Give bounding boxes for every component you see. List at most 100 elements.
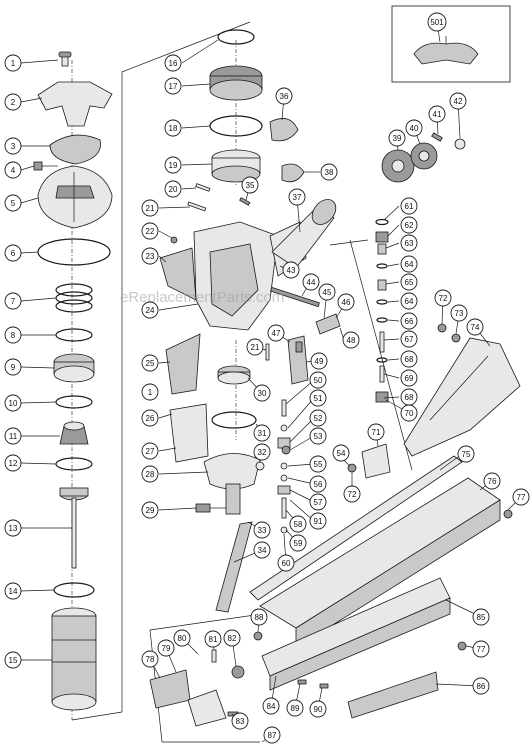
callout-circle <box>141 501 159 519</box>
callout-circle <box>400 255 418 273</box>
callout-number: 22 <box>146 227 155 236</box>
callout-5: 5 <box>4 194 22 212</box>
callout-circle <box>309 475 327 493</box>
callout-number: 58 <box>294 520 303 529</box>
callout-number: 31 <box>258 429 267 438</box>
callout-number: 30 <box>258 389 267 398</box>
callout-501: 501 <box>427 12 447 32</box>
ring-8-part <box>55 328 93 342</box>
callout-39: 39 <box>388 129 406 147</box>
callout-circle <box>400 350 418 368</box>
callout-34: 34 <box>253 541 271 559</box>
callout-number: 91 <box>314 517 323 526</box>
callout-number: 6 <box>11 249 16 258</box>
callout-circle <box>483 472 501 490</box>
callout-circle <box>309 493 327 511</box>
callout-circle <box>309 512 327 530</box>
bracket-71-part <box>361 443 391 479</box>
callout-circle <box>157 639 175 657</box>
callout-3: 3 <box>4 137 22 155</box>
callout-56: 56 <box>309 475 327 493</box>
callout-31: 31 <box>253 424 271 442</box>
callout-number: 11 <box>9 432 18 441</box>
callout-41: 41 <box>428 105 446 123</box>
callout-86: 86 <box>472 677 490 695</box>
guard-25-part <box>165 333 201 395</box>
callout-circle <box>164 77 182 95</box>
callout-82: 82 <box>223 629 241 647</box>
callout-28: 28 <box>141 465 159 483</box>
callout-circle <box>262 697 280 715</box>
callout-number: 89 <box>291 704 300 713</box>
lever-47-49-part <box>287 335 309 385</box>
callout-number: 36 <box>280 92 289 101</box>
callout-circle <box>164 54 182 72</box>
callout-circle <box>253 384 271 402</box>
callout-circle <box>367 423 385 441</box>
callout-21: 21 <box>141 199 159 217</box>
callout-number: 501 <box>430 18 444 27</box>
callout-number: 84 <box>267 702 276 711</box>
callout-circle <box>253 521 271 539</box>
callout-24: 24 <box>141 301 159 319</box>
callout-circle <box>4 651 22 669</box>
callout-circle <box>173 629 191 647</box>
callout-circle <box>141 383 159 401</box>
callout-number: 10 <box>9 399 18 408</box>
bolt-29-part <box>195 503 226 513</box>
callout-circle <box>450 304 468 322</box>
callout-circle <box>400 369 418 387</box>
callout-number: 41 <box>433 110 442 119</box>
callout-number: 14 <box>9 587 18 596</box>
pin-21b-part <box>265 343 270 361</box>
callout-circle <box>318 283 336 301</box>
callout-circle <box>141 465 159 483</box>
callout-58: 58 <box>289 515 307 533</box>
callout-81: 81 <box>204 630 222 648</box>
screw-77-part <box>457 509 513 651</box>
callout-44: 44 <box>302 273 320 291</box>
callout-number: 21 <box>251 343 260 352</box>
pusher-assembly-part <box>149 649 245 727</box>
callout-circle <box>309 389 327 407</box>
ring-14-part <box>53 582 95 598</box>
callout-15: 15 <box>4 651 22 669</box>
callout-64: 64 <box>400 292 418 310</box>
callout-number: 77 <box>517 493 526 502</box>
plate-27-part <box>169 403 209 463</box>
callout-number: 33 <box>258 526 267 535</box>
callout-47: 47 <box>267 324 285 342</box>
callout-number: 15 <box>9 656 18 665</box>
callout-circle <box>4 519 22 537</box>
callout-circle <box>246 338 264 356</box>
callout-number: 62 <box>405 221 414 230</box>
callout-number: 76 <box>488 477 497 486</box>
callout-4: 4 <box>4 161 22 179</box>
rod-33-34-part <box>215 521 253 613</box>
callout-2: 2 <box>4 93 22 111</box>
callout-number: 35 <box>246 181 255 190</box>
callout-number: 72 <box>348 490 357 499</box>
screws-41-42-part <box>431 132 466 150</box>
top-cover-part <box>37 81 113 127</box>
callout-number: 56 <box>314 480 323 489</box>
callout-circle <box>332 444 350 462</box>
o-ring-16-part <box>217 29 255 45</box>
callout-22: 22 <box>141 222 159 240</box>
callout-1: 1 <box>141 383 159 401</box>
callout-10: 10 <box>4 394 22 412</box>
callout-number: 82 <box>228 634 237 643</box>
piston-bumper-9-part <box>53 353 95 383</box>
body-24-part <box>193 221 307 331</box>
callout-circle <box>4 244 22 262</box>
callout-circle <box>309 700 327 718</box>
callout-26: 26 <box>141 409 159 427</box>
magazine-cover-74-part <box>403 337 521 457</box>
callout-66: 66 <box>400 312 418 330</box>
callout-71: 71 <box>367 423 385 441</box>
callout-circle <box>343 485 361 503</box>
callout-number: 29 <box>146 506 155 515</box>
callout-number: 18 <box>169 124 178 133</box>
callout-circle <box>4 292 22 310</box>
callout-number: 71 <box>372 428 381 437</box>
